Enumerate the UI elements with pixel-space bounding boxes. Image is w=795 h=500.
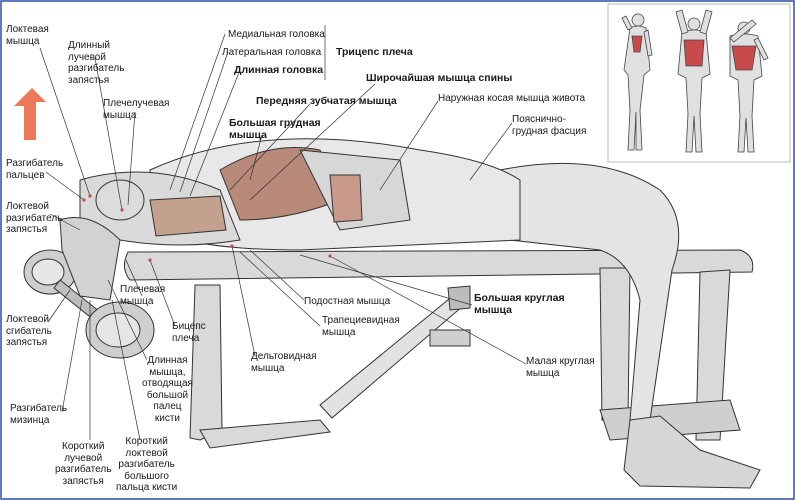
label-ext-digitorum: Разгибатель пальцев (6, 158, 64, 181)
label-ext-oblique: Наружная косая мышца живота (438, 93, 586, 104)
label-serratus: Передняя зубчатая мышца (256, 95, 397, 107)
label-deltoid: Дельтовидная мышца (251, 351, 317, 374)
leader-lines (39, 25, 527, 441)
motion-arrow (14, 88, 46, 140)
label-flex-carpi-ulnaris: Локтевой сгибатель запястья (6, 314, 52, 348)
label-trapezius: Трапециевидная мышца (322, 315, 400, 338)
label-teres-major: Большая круглая мышца (474, 292, 565, 316)
label-triceps-group: Трицепс плеча (336, 46, 413, 58)
label-ext-carpi-radialis-longus: Длинный лучевой разгибатель запястья (68, 40, 125, 86)
label-biceps: Бицепс плеча (172, 321, 206, 344)
label-ext-pollicis-brevis: Короткий локтевой разгибатель большого п… (116, 436, 178, 493)
label-ext-digiti-minimi: Разгибатель мизинца (10, 403, 68, 426)
label-brachialis: Плечевая мышца (120, 284, 166, 307)
inset-figures-panel (607, 3, 791, 163)
inset-figure-2 (675, 9, 713, 153)
muscle-markers (82, 194, 332, 262)
label-ext-carpi-radialis-brevis: Короткий лучевой разгибатель запястья (55, 441, 112, 487)
inset-figure-3 (729, 19, 769, 153)
inset-figure-1 (621, 13, 653, 151)
label-thoracolumbar-fascia: Пояснично- грудная фасция (512, 114, 587, 137)
label-teres-minor: Малая круглая мышца (526, 356, 595, 379)
label-ext-carpi-ulnaris: Локтевой разгибатель запястья (6, 201, 63, 235)
athlete-body (59, 138, 761, 489)
label-brachioradialis: Плечелучевая мышца (103, 98, 170, 121)
label-elbow-muscle: Локтевая мышца (6, 24, 49, 47)
label-abd-pollicis-longus: Длинная мышца, отводящая большой палец к… (142, 355, 193, 424)
label-triceps-medial: Медиальная головка (228, 29, 325, 40)
label-infraspinatus: Подостная мышца (304, 296, 391, 307)
label-latissimus: Широчайшая мышца спины (366, 72, 513, 84)
label-triceps-long: Длинная головка (234, 64, 324, 76)
dumbbell (23, 249, 155, 359)
label-pec-major: Большая грудная мышца (229, 117, 321, 141)
label-triceps-lateral: Латеральная головка (222, 47, 322, 58)
